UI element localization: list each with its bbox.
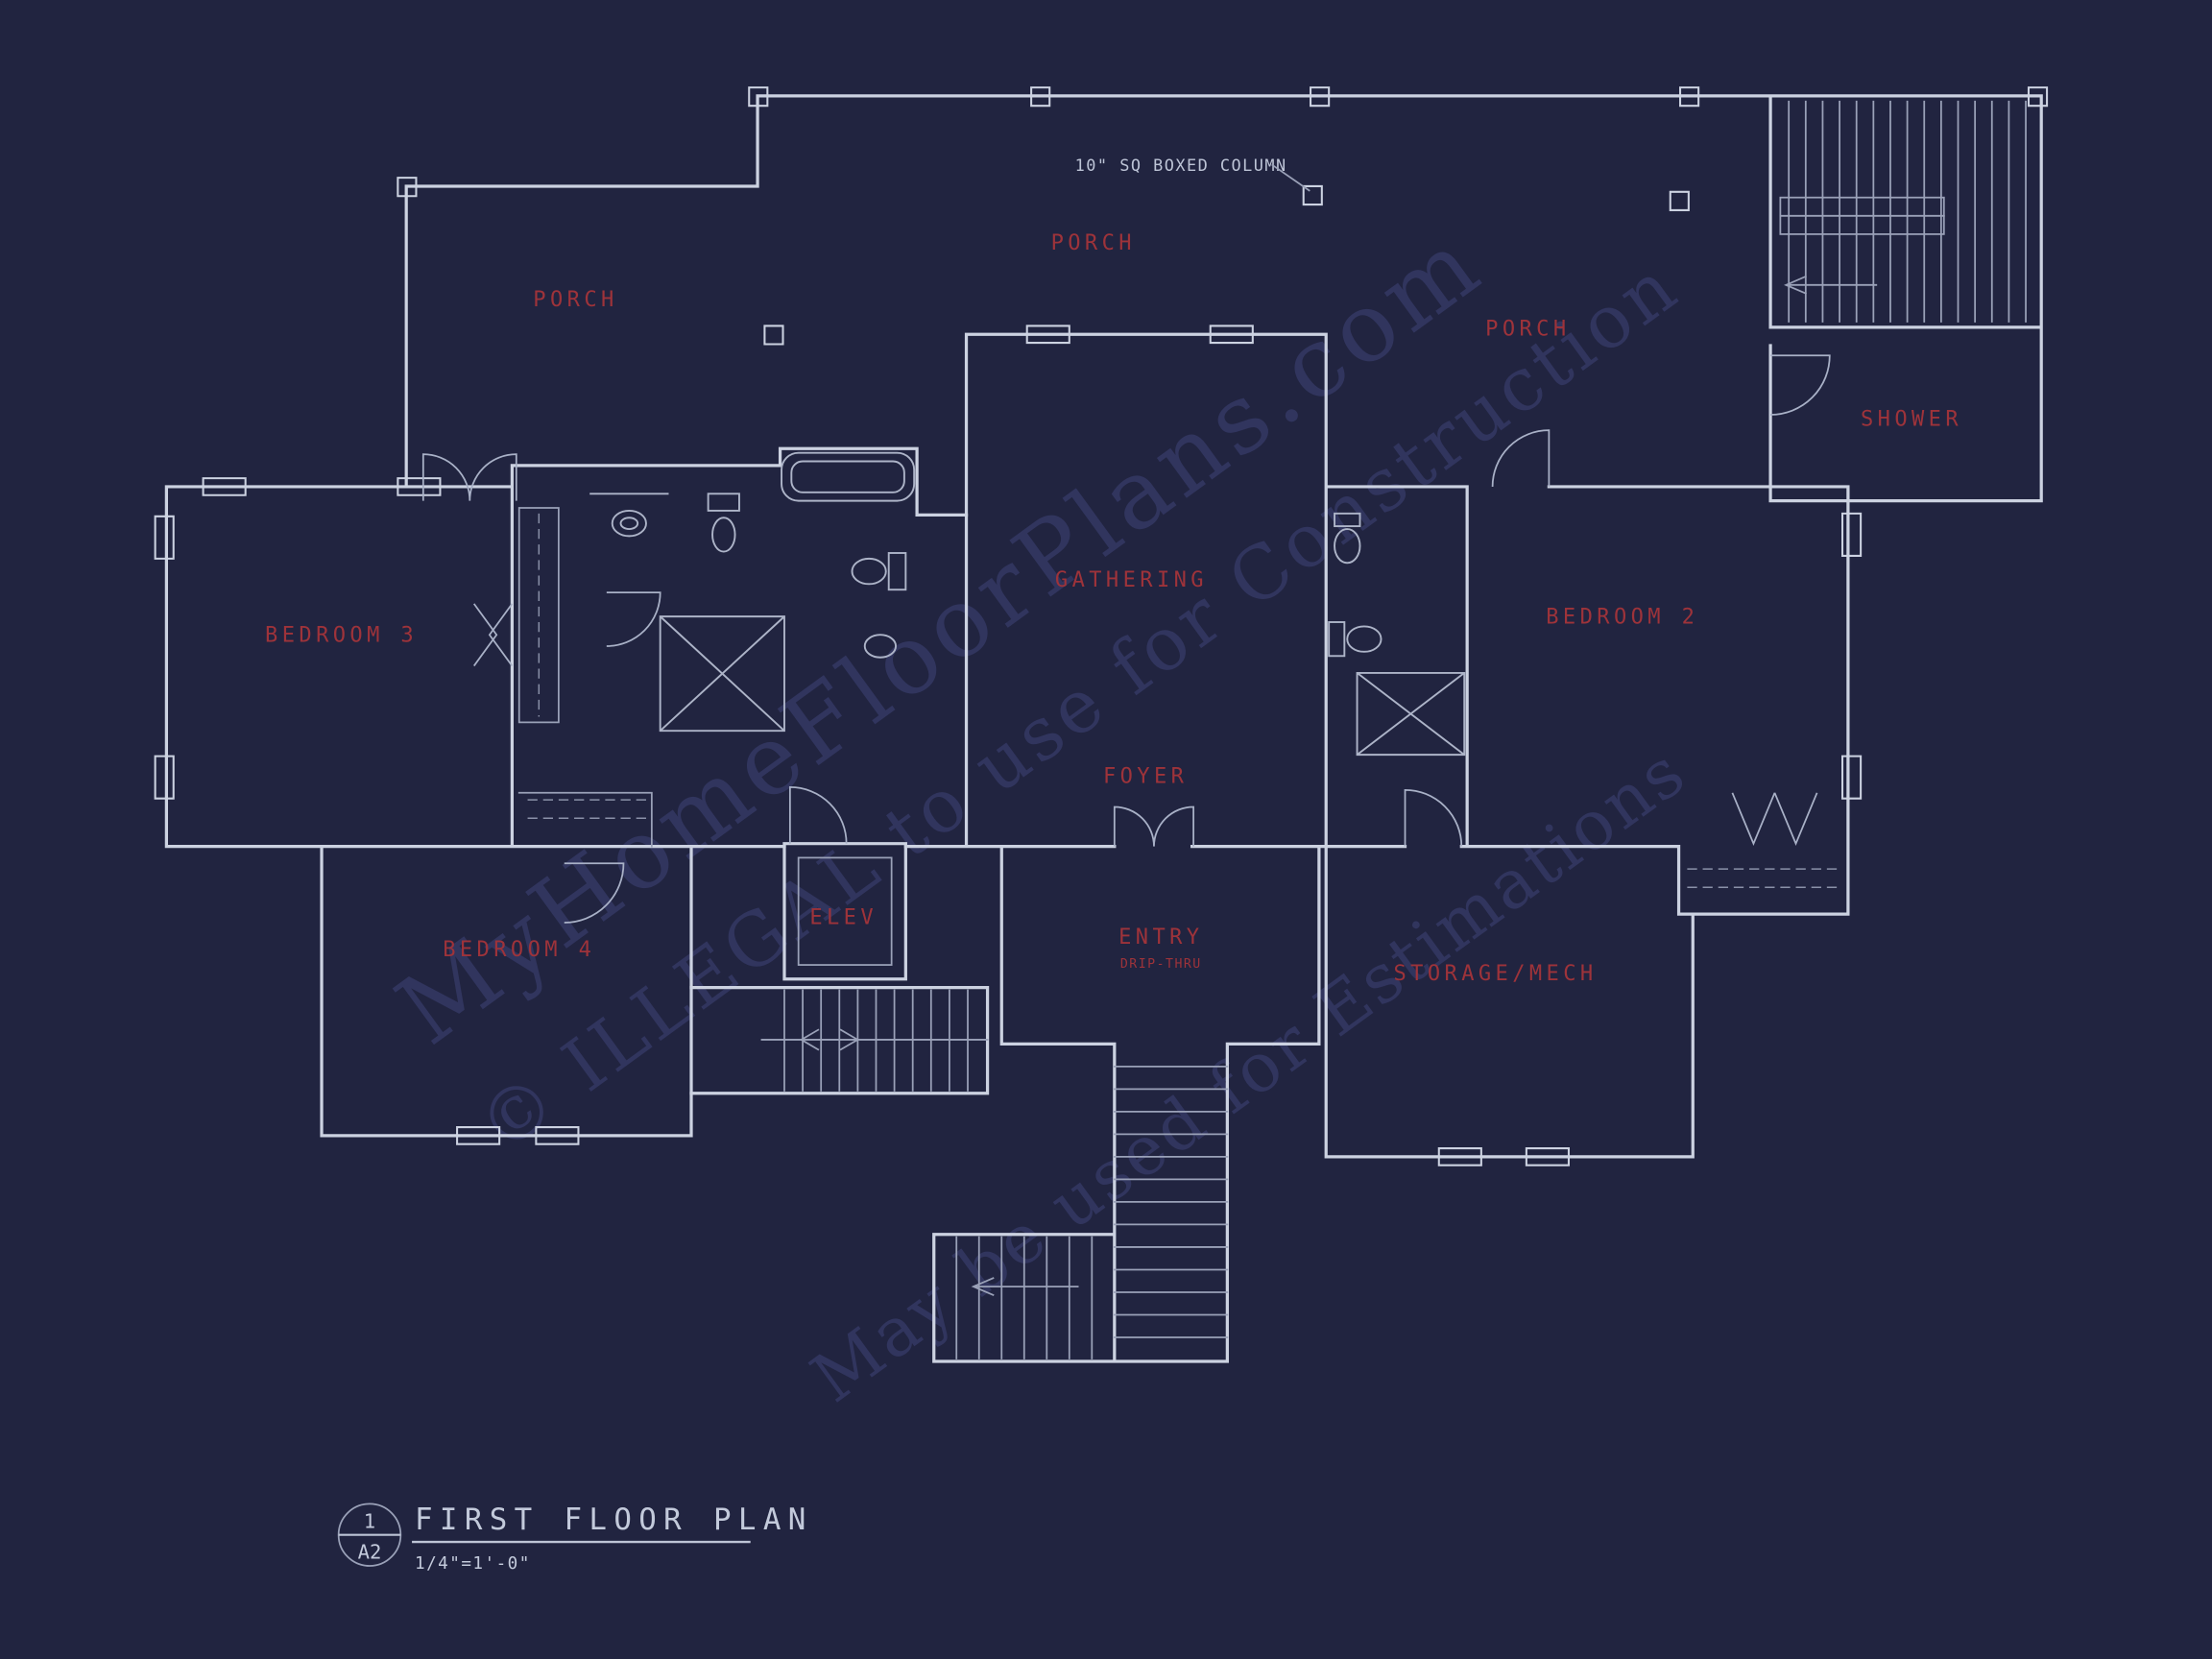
detail-number: 1 xyxy=(364,1509,375,1532)
room-label-foyer: FOYER xyxy=(1103,765,1188,789)
doors-layer xyxy=(421,354,1831,924)
drawing-scale: 1/4"=1'-0" xyxy=(415,1554,531,1574)
sink2-basin xyxy=(863,634,898,659)
room-label-entry: ENTRY xyxy=(1118,926,1203,950)
sheet-number: A2 xyxy=(358,1541,382,1564)
door-swings xyxy=(421,354,1831,924)
window-symbols xyxy=(154,325,1863,1166)
west-wing-walls xyxy=(164,446,969,1138)
toilet3-tank xyxy=(1328,621,1346,658)
stair-direction-arrow-top-right xyxy=(1784,275,1878,295)
toilet-bowl xyxy=(711,517,736,553)
misc-partitions xyxy=(517,507,653,848)
porch-exterior-walls xyxy=(404,94,2043,503)
bathtub-basin xyxy=(790,460,905,493)
walls-layer xyxy=(154,86,2049,1363)
stair-center-arrows xyxy=(799,1028,860,1051)
room-label-bedroom3: BEDROOM 3 xyxy=(265,624,418,648)
stair-direction-arrow-south xyxy=(971,1277,1079,1297)
toilet2-tank xyxy=(887,552,907,591)
watermark-line2: © ILLEGAL to use for Construction xyxy=(463,243,1695,1170)
bathtub xyxy=(781,451,916,502)
boxed-column-posts xyxy=(397,86,2049,346)
room-label-elev: ELEV xyxy=(809,905,878,929)
sink3-basin xyxy=(1334,528,1361,565)
labels-layer: PORCH PORCH PORCH SHOWER GATHERING BEDRO… xyxy=(265,231,1962,986)
room-label-porch-right: PORCH xyxy=(1485,318,1570,342)
details-layer xyxy=(517,100,2027,1359)
room-label-storage: STORAGE/MECH xyxy=(1394,962,1598,986)
room-label-porch-left: PORCH xyxy=(533,288,617,312)
room-label-porch-top: PORCH xyxy=(1051,231,1136,255)
stair-treads-south xyxy=(955,1065,1229,1359)
annotation-group: 10" SQ BOXED COLUMN xyxy=(1075,156,1310,192)
linen-closet-west xyxy=(659,615,785,733)
center-east-walls xyxy=(903,332,1850,916)
room-label-shower: SHOWER xyxy=(1861,408,1962,432)
watermark-layer: MyHomeFloorPlans.com © ILLEGAL to use fo… xyxy=(377,206,1700,1418)
bifold-doors xyxy=(473,603,1818,846)
fixtures-layer xyxy=(589,451,1466,757)
boxed-column-leader-line xyxy=(1271,163,1310,192)
sink3-tank xyxy=(1334,512,1361,528)
drawing-title: FIRST FLOOR PLAN xyxy=(415,1503,813,1537)
toilet-tank xyxy=(707,493,740,512)
sink-drain xyxy=(619,517,639,530)
room-label-bedroom2: BEDROOM 2 xyxy=(1546,605,1698,629)
room-label-bedroom4: BEDROOM 4 xyxy=(443,938,595,962)
toilet3-bowl xyxy=(1346,625,1382,653)
boxed-column-note: 10" SQ BOXED COLUMN xyxy=(1075,156,1287,175)
room-label-entry-sub: DRIP-THRU xyxy=(1120,957,1202,972)
room-label-gathering: GATHERING xyxy=(1055,568,1208,592)
toilet2-bowl xyxy=(851,557,887,586)
stair-treads-top-right xyxy=(1788,100,2027,323)
linen-closet-east xyxy=(1356,671,1466,757)
title-block: 1 A2 FIRST FLOOR PLAN 1/4"=1'-0" xyxy=(337,1503,813,1574)
elevator-cab xyxy=(797,856,893,966)
sink-basin xyxy=(611,509,647,538)
